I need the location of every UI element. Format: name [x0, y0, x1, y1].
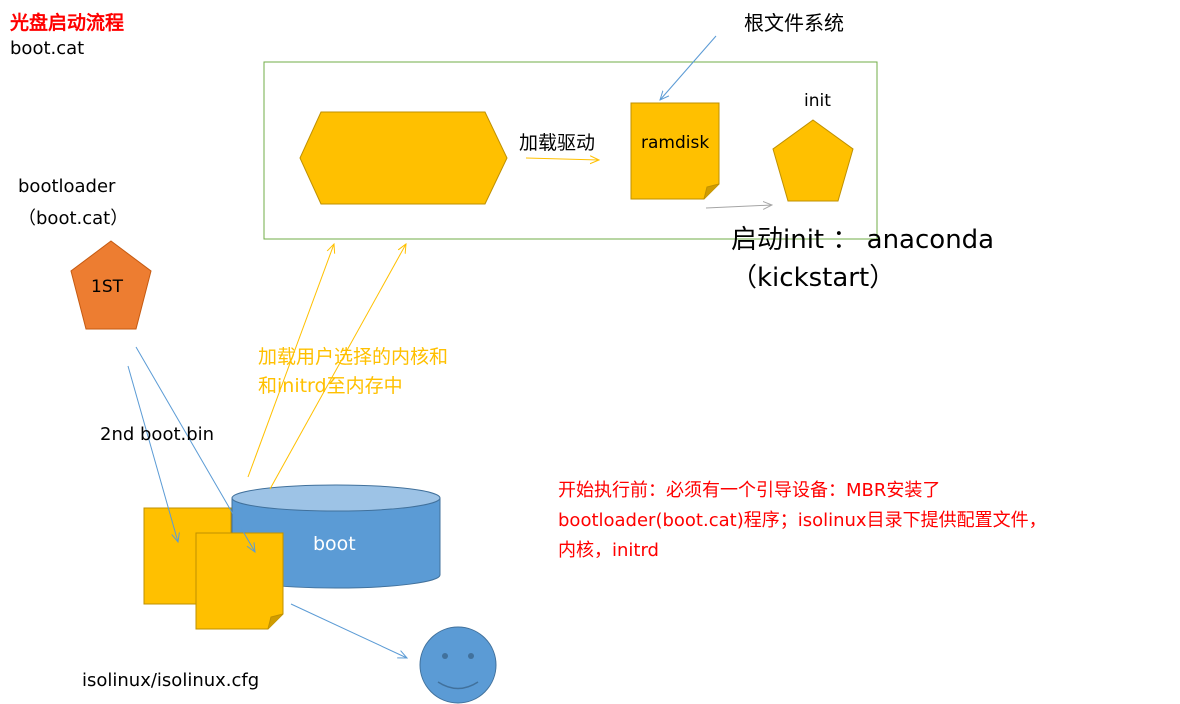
root-fs-label: 根文件系统	[744, 11, 844, 35]
second-stage-label: 2nd boot.bin	[100, 424, 215, 445]
boot-cylinder-top	[231, 484, 441, 512]
kernel-hexagon	[299, 111, 508, 205]
load-driver-label: 加载驱动	[519, 132, 596, 154]
note-line-3: 内核，initrd	[558, 540, 659, 561]
config-note-front	[195, 532, 284, 630]
note-line-1: 开始执行前：必须有一个引导设备：MBR安装了	[558, 480, 941, 501]
boot-label: boot	[313, 533, 356, 555]
load-kernel-arrow-1	[247, 244, 334, 478]
rootfs-arrow	[660, 35, 717, 100]
first-to-isolinux-arrow	[135, 346, 255, 552]
start-init-arrow	[705, 205, 772, 208]
ramdisk-note-fold	[703, 183, 720, 200]
first-to-config-arrow	[127, 365, 178, 542]
load-driver-arrow	[525, 158, 599, 160]
load-kernel-label-line2: 和initrd至内存中	[258, 375, 403, 397]
config-note-front-fold	[267, 613, 284, 630]
start-init-label-line2: （kickstart）	[731, 263, 896, 293]
bootloader-label: bootloader	[18, 176, 116, 197]
first-stage-pentagon	[70, 240, 152, 330]
first-stage-label: 1ST	[91, 277, 123, 297]
boot-to-user-arrow	[290, 603, 407, 658]
load-kernel-arrow-2	[269, 244, 406, 490]
ramdisk-label: ramdisk	[641, 133, 710, 153]
smiley-icon	[419, 626, 497, 704]
bootloader-label-line2: （boot.cat）	[18, 208, 129, 229]
note-line-2: bootloader(boot.cat)程序；isolinux目录下提供配置文件…	[558, 510, 1047, 531]
init-pentagon	[772, 119, 854, 202]
page-title: 光盘启动流程	[10, 12, 125, 34]
memory-frame	[263, 61, 878, 240]
page-subtitle: boot.cat	[10, 38, 85, 59]
init-label: init	[804, 91, 831, 111]
start-init-label: 启动init ： anaconda	[731, 225, 995, 255]
isolinux-cfg-label: isolinux/isolinux.cfg	[82, 670, 260, 691]
load-kernel-label: 加载用户选择的内核和	[258, 346, 449, 368]
